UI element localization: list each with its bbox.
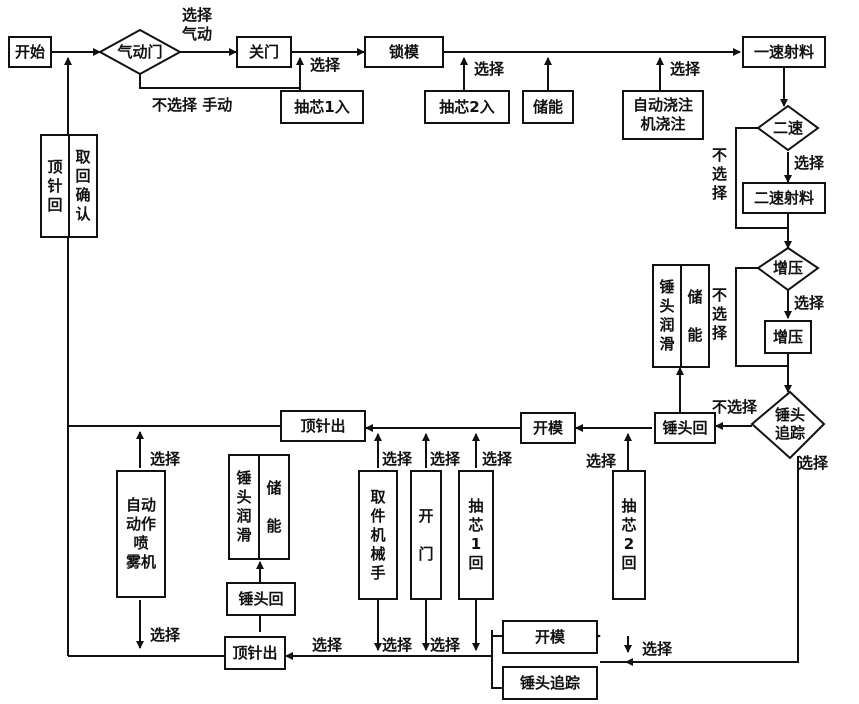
- pressurize-box: 增压: [764, 320, 812, 354]
- hammer-lube-accumulate-pair-right: 锤 头 润 滑 储 能: [652, 264, 710, 368]
- ejector-return-confirm-pair: 顶 针 回 取 回 确 认: [40, 134, 98, 238]
- accumulate-box-top: 储能: [522, 90, 574, 124]
- ejector-out-box: 顶针出: [280, 410, 366, 442]
- lock-mold-box: 锁模: [364, 36, 444, 68]
- select-label-core1-return: 选择: [482, 450, 513, 468]
- second-speed-label: 二速: [772, 119, 803, 137]
- hammer-lube-text-bottom: 锤 头 润 滑: [236, 469, 252, 544]
- auto-spray-box: 自动 动作 喷 雾机: [116, 470, 166, 598]
- ejector-out-box-bottom: 顶针出: [224, 636, 286, 670]
- select-label-core2: 选择: [474, 60, 505, 78]
- take-back-confirm-text: 取 回 确 认: [68, 136, 96, 236]
- not-select-label-second-speed: 不 选 择: [712, 146, 728, 202]
- select-pneumatic-label: 选择 气动: [182, 6, 213, 43]
- select-label-manipulator-bottom: 选择: [382, 636, 413, 654]
- core-2-return-box: 抽 芯 2 回: [612, 470, 646, 600]
- select-label-bottom-right: 选择: [642, 640, 673, 658]
- select-label-pressurize: 选择: [794, 294, 825, 312]
- select-label-manipulator: 选择: [382, 450, 413, 468]
- select-label-spray-top: 选择: [150, 450, 181, 468]
- open-door-box: 开 门: [410, 470, 442, 600]
- hammer-lube-text-right: 锤 头 润 滑: [659, 278, 675, 353]
- select-label-auto-pour: 选择: [670, 60, 701, 78]
- open-mold-box: 开模: [520, 412, 576, 444]
- select-label-core1: 选择: [310, 56, 341, 74]
- decision-diamond-pressurize: [756, 246, 820, 292]
- decision-diamond-pneumatic-door: [97, 28, 183, 76]
- hammer-track-box-bottom: 锤头追踪: [502, 666, 598, 700]
- decision-diamond-second-speed: [756, 104, 820, 152]
- core-1-return-box: 抽 芯 1 回: [458, 470, 494, 600]
- pneumatic-door-label: 气动门: [117, 43, 163, 61]
- decision-diamond-hammer-track: [750, 390, 826, 460]
- core-pull-1-in-box: 抽芯1入: [280, 90, 364, 124]
- close-door-box: 关门: [236, 36, 292, 68]
- select-label-core2-return: 选择: [586, 452, 617, 470]
- pressurize-decision-label: 增压: [772, 259, 803, 277]
- no-select-manual-label: 不选择 手动: [152, 96, 233, 114]
- hammer-lube-accumulate-pair-bottom: 锤 头 润 滑 储 能: [228, 454, 290, 560]
- select-label-open-door: 选择: [430, 450, 461, 468]
- select-label-open-door-bottom: 选择: [430, 636, 461, 654]
- first-speed-shot-box: 一速射料: [742, 36, 826, 68]
- select-label-hammer-track: 选择: [798, 454, 829, 472]
- select-label-ejector-bottom: 选择: [312, 636, 343, 654]
- core-pull-2-in-box: 抽芯2入: [424, 90, 510, 124]
- not-select-label-hammer-track: 不选择: [712, 398, 758, 416]
- not-select-label-pressurize: 不 选 择: [712, 286, 728, 342]
- accumulate-text-bottom: 储 能: [258, 456, 288, 558]
- start-box: 开始: [8, 36, 52, 68]
- accumulate-text-right: 储 能: [680, 266, 708, 366]
- select-label-second-speed: 选择: [794, 154, 825, 172]
- auto-pour-box: 自动浇注 机浇注: [622, 90, 704, 140]
- hammer-return-box-bottom: 锤头回: [226, 582, 296, 616]
- ejector-return-text: 顶 针 回: [47, 157, 63, 214]
- hammer-track-decision-label: 锤头 追踪: [774, 406, 805, 442]
- second-speed-shot-box: 二速射料: [742, 182, 826, 214]
- select-label-spray-bottom: 选择: [150, 626, 181, 644]
- hammer-return-box: 锤头回: [654, 412, 716, 444]
- open-mold-box-bottom: 开模: [502, 620, 598, 654]
- take-manipulator-box: 取 件 机 械 手: [358, 470, 398, 600]
